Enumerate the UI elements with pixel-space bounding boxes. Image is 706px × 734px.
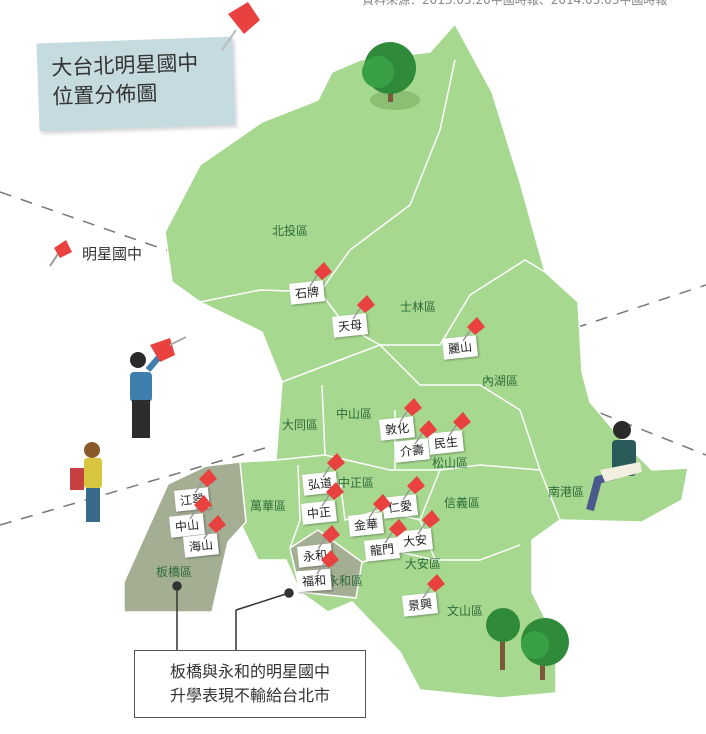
- callout-box: 板橋與永和的明星國中 升學表現不輸給台北市: [134, 650, 366, 718]
- student-icon: [70, 442, 102, 522]
- person-with-pin-icon: [130, 336, 187, 438]
- district-label: 永和區: [327, 574, 364, 588]
- district-label: 萬華區: [250, 499, 287, 513]
- school-label: 民生: [427, 430, 465, 455]
- school-label: 永和: [296, 543, 334, 568]
- school-label: 石牌: [288, 280, 326, 305]
- reading-person-icon: [586, 421, 642, 512]
- district-label: 士林區: [400, 300, 437, 314]
- school-label: 福和: [296, 568, 332, 593]
- pushpin-icon: [49, 240, 72, 267]
- school-label: 仁愛: [381, 494, 419, 519]
- tree-icon: [362, 42, 420, 110]
- legend: 明星國中: [46, 238, 142, 268]
- callout-line-1: 板橋與永和的明星國中: [169, 662, 330, 681]
- school-label: 龍門: [363, 537, 401, 562]
- district-label: 中山區: [336, 407, 373, 421]
- school-label: 景興: [401, 592, 439, 617]
- district-label: 北投區: [272, 224, 309, 238]
- district-label: 中正區: [338, 476, 375, 490]
- dashed-line: [579, 404, 706, 456]
- callout-line-2: 升學表現不輸給台北市: [169, 686, 330, 705]
- school-label: 金華: [347, 512, 385, 537]
- district-label: 南港區: [548, 485, 585, 499]
- district-label: 板橋區: [156, 565, 193, 579]
- dashed-line: [0, 447, 266, 526]
- callout-connector: [172, 581, 294, 650]
- dashed-line: [574, 284, 706, 329]
- school-label: 大安: [396, 528, 434, 553]
- district-label: 文山區: [447, 604, 484, 618]
- tree-icon: [486, 608, 569, 680]
- source-note: 資料來源：2013.05.20中國時報、2014.05.03中國時報: [362, 0, 668, 7]
- map-title: 大台北明星國中 位置分佈圖: [36, 36, 236, 132]
- district-label: 大同區: [282, 418, 319, 432]
- district-label: 大安區: [405, 557, 442, 571]
- school-label: 江翠: [173, 487, 211, 512]
- school-label: 麗山: [441, 335, 479, 360]
- school-label: 天母: [331, 313, 369, 338]
- school-label: 海山: [182, 533, 220, 558]
- dashed-line: [0, 191, 201, 263]
- legend-label: 明星國中: [82, 244, 143, 263]
- school-label: 介壽: [393, 438, 431, 463]
- school-label: 中正: [300, 500, 338, 525]
- district-label: 松山區: [432, 456, 469, 470]
- district-label: 內湖區: [482, 374, 519, 388]
- title-line-2: 位置分佈圖: [51, 81, 158, 109]
- district-label: 信義區: [444, 496, 481, 510]
- school-label: 敦化: [378, 416, 416, 441]
- school-label: 弘道: [301, 471, 339, 496]
